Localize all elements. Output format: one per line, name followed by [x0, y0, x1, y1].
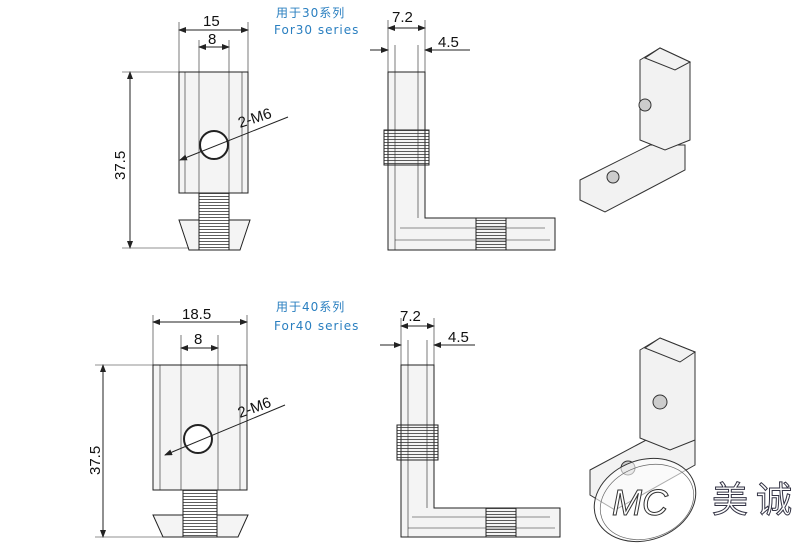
- series-caption-en: For30 series: [274, 23, 359, 37]
- series-caption-en: For40 series: [274, 319, 359, 333]
- height-dim: 37.5: [112, 151, 129, 180]
- side-offset-dim: 4.5: [438, 34, 459, 51]
- side-view-40: 7.2 4.5: [380, 308, 561, 538]
- series-caption-cn: 用于40系列: [276, 300, 345, 314]
- side-view-30: 7.2 4.5: [370, 9, 556, 251]
- slot-dim: 8: [194, 331, 202, 348]
- thread-hole: [199, 130, 229, 160]
- brand-logo: MC 美诚: [593, 457, 799, 543]
- front-view-30: 2-M6 15 8 37.5: [112, 13, 289, 251]
- side-thickness-dim: 7.2: [400, 308, 421, 325]
- side-thickness-dim: 7.2: [392, 9, 413, 26]
- iso-view-30: [579, 47, 692, 213]
- width-dim: 15: [203, 13, 220, 30]
- height-dim: 37.5: [87, 446, 104, 475]
- side-offset-dim: 4.5: [448, 329, 469, 346]
- series-caption-cn: 用于30系列: [276, 6, 345, 20]
- front-view-40: 2-M6 18.5 8 37.5: [87, 306, 286, 538]
- logo-brand-cn: 美诚: [712, 480, 799, 521]
- logo-letters: MC: [612, 482, 669, 523]
- width-dim: 18.5: [182, 306, 211, 323]
- slot-dim: 8: [208, 31, 216, 48]
- thread-hole: [183, 424, 213, 454]
